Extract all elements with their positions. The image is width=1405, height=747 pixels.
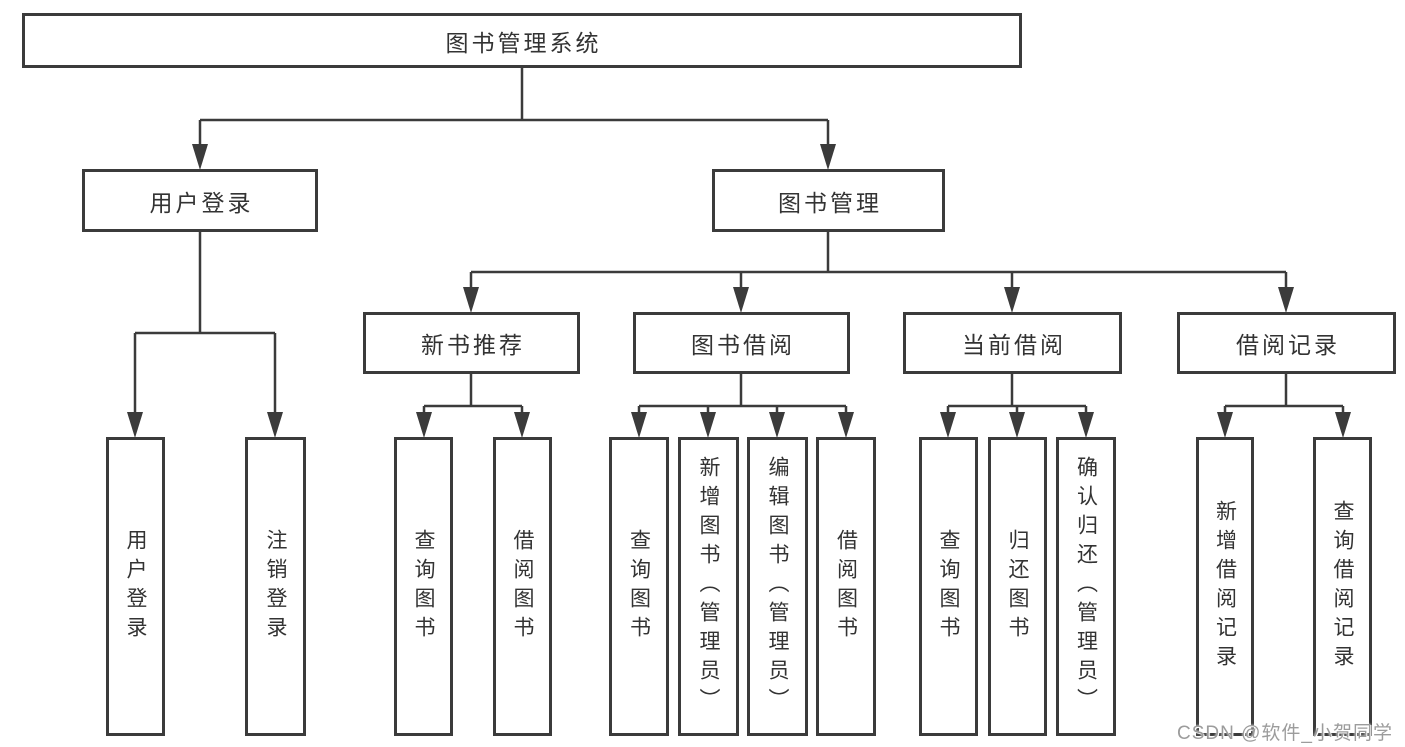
arrowhead-icon [463, 287, 479, 313]
leaf-confirm-return-admin: 确认归还（管理员） [1056, 437, 1116, 736]
leaf-return-book: 归还图书 [988, 437, 1047, 736]
arrowhead-icon [700, 412, 716, 438]
leaf-add-book-admin: 新增图书（管理员） [678, 437, 739, 736]
leaf-query-borrow-record: 查询借阅记录 [1313, 437, 1372, 736]
arrowhead-icon [1078, 412, 1094, 438]
arrowhead-icon [127, 412, 143, 438]
leaf-label: 查询借阅记录 [1331, 499, 1354, 674]
node-book-management: 图书管理 [712, 169, 945, 232]
arrowhead-icon [940, 412, 956, 438]
arrowhead-icon [1335, 412, 1351, 438]
arrowhead-icon [1009, 412, 1025, 438]
leaf-label: 编辑图书（管理员） [766, 456, 789, 717]
leaf-query-books-borrow: 查询图书 [609, 437, 669, 736]
leaf-label: 查询图书 [627, 528, 651, 645]
arrowhead-icon [416, 412, 432, 438]
leaf-label: 确认归还（管理员） [1074, 456, 1098, 717]
leaf-label: 用户登录 [124, 528, 147, 645]
leaf-label: 新增借阅记录 [1213, 499, 1237, 674]
node-new-book-recommend: 新书推荐 [363, 312, 580, 374]
leaf-edit-book-admin: 编辑图书（管理员） [747, 437, 808, 736]
leaf-add-borrow-record: 新增借阅记录 [1196, 437, 1254, 736]
leaf-logout: 注销登录 [245, 437, 306, 736]
node-user-login: 用户登录 [82, 169, 318, 232]
arrowhead-icon [514, 412, 530, 438]
arrowhead-icon [192, 144, 208, 170]
leaf-query-books-recommend: 查询图书 [394, 437, 453, 736]
arrowhead-icon [1217, 412, 1233, 438]
arrowhead-icon [733, 287, 749, 313]
arrowhead-icon [267, 412, 283, 438]
leaf-label: 借阅图书 [511, 528, 534, 645]
leaf-label: 借阅图书 [834, 528, 858, 645]
node-book-borrow: 图书借阅 [633, 312, 850, 374]
arrowhead-icon [769, 412, 785, 438]
leaf-label: 归还图书 [1006, 528, 1029, 645]
arrowhead-icon [1278, 287, 1294, 313]
csdn-watermark: CSDN @软件_小贺同学 [1177, 723, 1393, 744]
leaf-query-books-current: 查询图书 [919, 437, 978, 736]
leaf-label: 新增图书（管理员） [697, 456, 720, 717]
leaf-label: 查询图书 [412, 528, 435, 645]
arrowhead-icon [631, 412, 647, 438]
leaf-label: 注销登录 [264, 528, 287, 645]
leaf-borrow-books-recommend: 借阅图书 [493, 437, 552, 736]
arrowhead-icon [838, 412, 854, 438]
leaf-label: 查询图书 [937, 528, 960, 645]
leaf-user-login: 用户登录 [106, 437, 165, 736]
leaf-borrow-books: 借阅图书 [816, 437, 876, 736]
arrowhead-icon [820, 144, 836, 170]
node-root: 图书管理系统 [22, 13, 1022, 68]
node-borrow-records: 借阅记录 [1177, 312, 1396, 374]
arrowhead-icon [1004, 287, 1020, 313]
node-current-borrow: 当前借阅 [903, 312, 1122, 374]
